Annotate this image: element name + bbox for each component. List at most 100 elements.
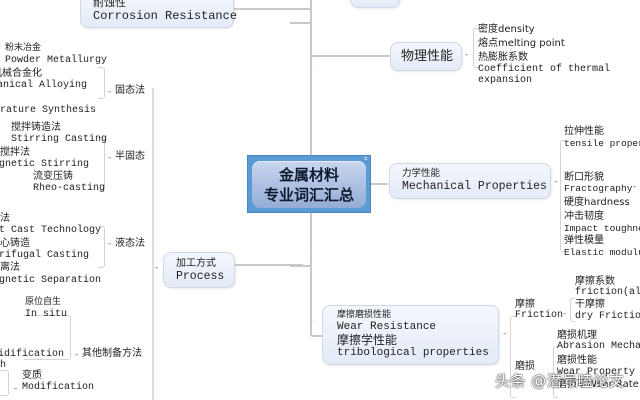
- physical-title: 物理性能: [401, 49, 454, 64]
- other-collapse-toggle[interactable]: -: [75, 350, 79, 360]
- liquid-cent-zh: 离心铸造: [0, 238, 30, 249]
- process-zh: 加工方式: [176, 258, 216, 269]
- watermark: 头条 @潜号瞌论文: [495, 372, 625, 390]
- friction-dry-en: dry Friction: [575, 311, 640, 322]
- curve-process: [290, 250, 312, 267]
- process-collapse-toggle[interactable]: -: [155, 263, 159, 273]
- mod-h: h: [0, 360, 7, 371]
- semi-rheo-en: Rheo-casting: [33, 183, 106, 194]
- semi-collapse-toggle[interactable]: -: [108, 153, 112, 163]
- root-collapse-badge[interactable]: ±: [363, 156, 368, 162]
- root-title-line1: 金属材料: [278, 166, 339, 184]
- wear-node[interactable]: 摩擦磨损性能 Wear Resistance 摩擦学性能 tribologica…: [322, 305, 499, 365]
- physical-node[interactable]: 物理性能: [390, 42, 462, 71]
- solid-collapse-toggle[interactable]: -: [108, 87, 112, 97]
- wear-mech-en: Abrasion Mechan: [557, 341, 640, 352]
- wear-zh2: 摩擦学性能: [337, 333, 398, 347]
- process-en: Process: [176, 270, 225, 283]
- top-partial-node[interactable]: [350, 0, 400, 8]
- wear-en2: tribological properties: [337, 347, 489, 359]
- liquid-cent-en: Centrifugal Casting: [0, 250, 90, 261]
- curve-physical: [310, 55, 324, 71]
- process-trunk-line: [152, 88, 154, 400]
- physical-item-melting: 熔点melting point: [478, 38, 565, 49]
- mech-hardness: 硬度hardness: [564, 197, 630, 208]
- wear-mech-zh: 磨损机理: [557, 330, 597, 341]
- semi-em-zh: 电磁搅拌法: [0, 147, 30, 158]
- semi-em-en: Electromagnetic Stirring: [0, 159, 90, 170]
- physical-item-density: 密度density: [478, 24, 535, 35]
- mod-left-bracket: [0, 370, 9, 396]
- mechanical-collapse-toggle[interactable]: -: [554, 177, 558, 187]
- wear-bracket: [510, 316, 516, 398]
- mech-impact-zh: 冲击韧度: [564, 211, 604, 222]
- mech-fracto-zh: 断口形貌: [564, 172, 604, 183]
- mech-fracto-en: Fractography: [564, 183, 633, 194]
- physical-collapse-toggle[interactable]: -: [465, 50, 469, 60]
- wear-zh1: 摩擦磨损性能: [337, 310, 392, 320]
- semi-label: 半固态: [115, 151, 145, 162]
- solid-pm-en: Powder Metallurgy: [5, 55, 108, 66]
- root-node-inner: 金属材料 专业词汇汇总: [252, 161, 366, 208]
- friction-zh: 摩擦: [515, 299, 535, 310]
- corrosion-en: Corrosion Resistance: [93, 9, 238, 23]
- branch-line-process: [233, 264, 303, 266]
- corrosion-zh: 耐蚀性: [93, 0, 126, 9]
- other-solidification-en: Solidification: [0, 349, 65, 360]
- wear-prop-en: Wear Property: [557, 367, 636, 378]
- mod-collapse-toggle[interactable]: -: [14, 384, 18, 394]
- curve-corrosion: [290, 8, 312, 24]
- branch-line-corrosion: [233, 8, 303, 10]
- physical-item-thermal-zh: 热膨胀系数: [478, 52, 528, 63]
- mod-zh: 变质: [22, 370, 42, 381]
- semi-stir-zh: 搅拌铸造法: [11, 122, 61, 133]
- physical-bracket: [473, 28, 480, 68]
- wear-collapse-toggle[interactable]: -: [503, 329, 507, 339]
- other-insitu-en: In situ: [25, 309, 68, 320]
- mechanical-zh: 力学性能: [402, 168, 441, 179]
- solid-label: 固态法: [115, 85, 145, 96]
- mech-elastic-en: Elastic modulu: [564, 247, 640, 258]
- liquid-label: 液态法: [115, 238, 145, 249]
- mech-tensile-zh: 拉伸性能: [564, 126, 604, 137]
- semi-stir-en: Stirring Casting: [11, 134, 108, 145]
- liquid-mag-zh: 电磁分离法: [0, 262, 20, 273]
- physical-item-thermal-en: Coefficient of thermal: [478, 64, 611, 75]
- branch-line-mechanical: [371, 183, 388, 185]
- liquid-mag-en: Electromagnetic Separation: [0, 275, 102, 286]
- mech-tensile-en: tensile proper: [564, 138, 640, 149]
- wear-prop-zh: 磨损性能: [557, 355, 597, 366]
- physical-item-thermal-en2: expansion: [478, 75, 533, 86]
- solid-ma-zh: 机械合金化: [0, 68, 42, 79]
- mech-elastic-zh: 弹性模量: [564, 235, 604, 246]
- corrosion-node[interactable]: 耐蚀性 Corrosion Resistance: [80, 0, 238, 28]
- wear-rate: 磨损率Wear Rate: [557, 379, 639, 390]
- friction-dry-zh: 干摩擦: [575, 299, 605, 310]
- liquid-collapse-toggle[interactable]: -: [108, 239, 112, 249]
- fracto-collapse-toggle[interactable]: -: [633, 182, 637, 192]
- mod-en: Modification: [22, 382, 95, 393]
- liquid-melt-zh: 熔体铸法: [0, 213, 10, 224]
- other-label: 其他制备方法: [82, 348, 142, 359]
- other-insitu-zh: 原位自生: [25, 297, 62, 307]
- mechanical-node[interactable]: 力学性能 Mechanical Properties: [389, 163, 551, 199]
- semi-rheo-zh: 流变压铸: [33, 171, 73, 182]
- solid-ma-en: Mechanical Alloying: [0, 80, 88, 91]
- friction-coef-zh: 摩擦系数: [575, 276, 615, 287]
- solid-bracket: [98, 67, 105, 99]
- process-node[interactable]: 加工方式 Process: [163, 252, 235, 288]
- wear-sub-zh: 磨损: [515, 361, 535, 372]
- wear-en1: Wear Resistance: [337, 321, 437, 333]
- mech-impact-en: Impact toughne: [564, 223, 640, 234]
- mechanical-bracket: [560, 140, 566, 252]
- friction-bracket: [570, 298, 575, 322]
- mechanical-en: Mechanical Properties: [402, 180, 547, 193]
- semi-bracket: [98, 137, 105, 191]
- solid-shs-en: Temperature Synthesis: [0, 105, 97, 116]
- other-bracket: [24, 315, 71, 360]
- wear-sub-bracket: [553, 346, 558, 398]
- branch-line-physical: [320, 55, 390, 57]
- friction-en: Friction: [515, 310, 564, 321]
- friction-collapse-toggle[interactable]: -: [563, 309, 567, 319]
- root-node[interactable]: ± 金属材料 专业词汇汇总: [247, 155, 371, 213]
